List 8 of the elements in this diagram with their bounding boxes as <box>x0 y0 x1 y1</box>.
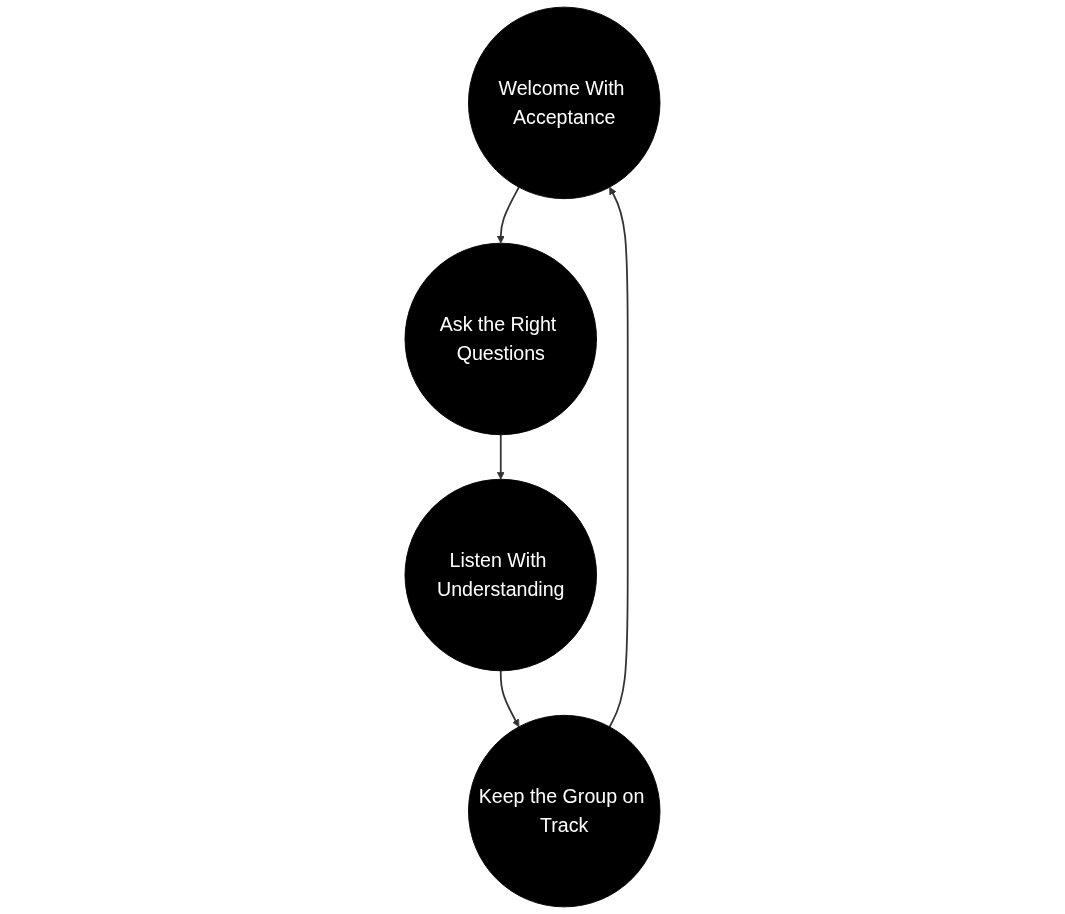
node-circle: Welcome With Acceptance <box>468 6 661 200</box>
arrow <box>499 669 520 728</box>
arrow <box>496 186 520 244</box>
arrow <box>496 433 505 480</box>
node-circle: Keep the Group on Track <box>468 714 661 908</box>
node-circle: Listen With Understanding <box>404 478 597 672</box>
node-circle: Ask the Right Questions <box>404 242 597 436</box>
arrow <box>608 186 629 728</box>
